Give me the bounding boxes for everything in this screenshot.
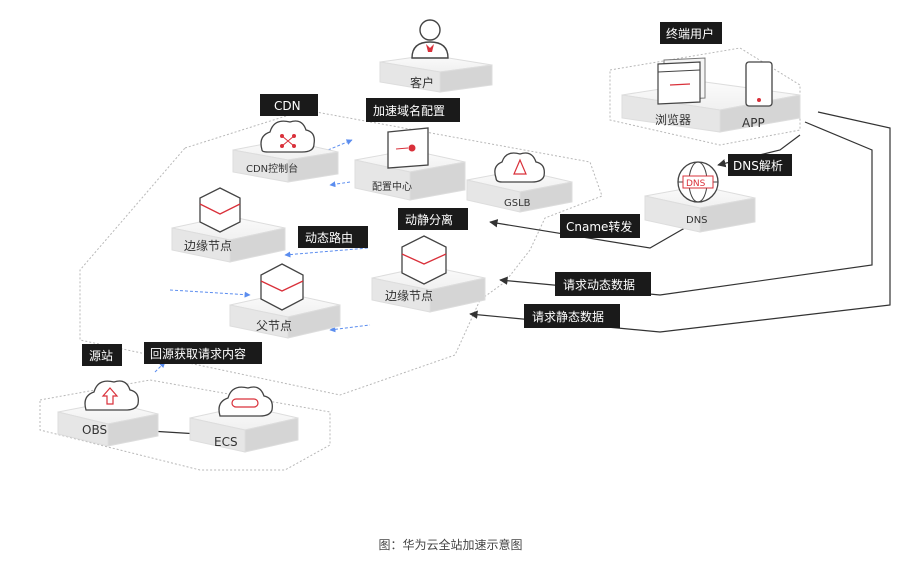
parent-node-label: 父节点: [256, 319, 292, 333]
parent-node: 父节点: [229, 263, 341, 339]
browser-icon: [657, 57, 706, 105]
tag-end-user-text: 终端用户: [666, 26, 714, 41]
console-to-config-arrow: [327, 139, 353, 151]
edge-node-left-label: 边缘节点: [184, 239, 232, 253]
tag-accel-config: 加速域名配置: [366, 98, 460, 122]
hexagon-node-icon: [199, 187, 241, 233]
tag-req-dynamic: 请求动态数据: [555, 272, 651, 296]
globe-dns-icon: DNS: [677, 161, 719, 203]
dynamic-route-arrow: [284, 247, 369, 258]
acceleration-diagram: 客户 CDN控制台 配置中心 GSLB: [39, 19, 891, 471]
obs-label: OBS: [82, 423, 107, 437]
tag-dynamic-routing: 动态路由: [298, 226, 368, 248]
dns-node: DNS DNS: [644, 161, 756, 233]
dns-icon-text: DNS: [686, 179, 706, 189]
edge-node-center-label: 边缘节点: [385, 289, 433, 303]
edge-parent-arrow: [169, 289, 251, 298]
cloud-server-icon: [218, 386, 273, 417]
user-icon: [411, 19, 449, 59]
config-center-node: 配置中心: [354, 127, 466, 201]
cloud-network-icon: [260, 120, 315, 153]
tag-req-static: 请求静态数据: [524, 304, 620, 328]
end-user-region: [609, 47, 801, 146]
tag-req-dynamic-text: 请求动态数据: [563, 277, 635, 292]
tag-req-static-text: 请求静态数据: [532, 309, 604, 324]
ecs-label: ECS: [214, 435, 238, 449]
gslb-label: GSLB: [504, 198, 531, 209]
browser-label: 浏览器: [655, 112, 691, 127]
tag-origin-text: 源站: [89, 349, 113, 363]
tag-accel-config-text: 加速域名配置: [373, 103, 445, 118]
tag-dynamic-routing-text: 动态路由: [305, 230, 353, 245]
origin-region: [39, 379, 331, 471]
tag-dyn-static-split-text: 动静分离: [405, 212, 453, 227]
tag-end-user: 终端用户: [660, 22, 722, 44]
customer-node: 客户: [379, 19, 493, 93]
tag-origin: 源站: [82, 344, 122, 366]
edge-node-left: 边缘节点: [171, 187, 286, 263]
config-panel-icon: [387, 127, 429, 169]
cdn-console-node: CDN控制台: [232, 120, 339, 183]
tag-dyn-static-split: 动静分离: [398, 208, 468, 230]
app-label: APP: [742, 116, 765, 130]
cdn-console-label: CDN控制台: [246, 162, 298, 175]
config-to-console-arrow: [329, 181, 351, 188]
obs-node: OBS: [57, 380, 159, 447]
tag-dns-resolve-text: DNS解析: [733, 159, 783, 173]
customer-label: 客户: [410, 75, 434, 90]
tag-cdn: CDN: [260, 94, 318, 116]
end-user-node: 浏览器 APP: [621, 57, 801, 133]
tag-back-to-origin-text: 回源获取请求内容: [150, 346, 246, 361]
gslb-node: GSLB: [466, 152, 573, 213]
hexagon-node-icon: [401, 235, 447, 285]
ecs-node: ECS: [189, 386, 299, 453]
parent-center-arrow: [329, 324, 371, 333]
config-center-label: 配置中心: [372, 180, 412, 193]
tag-cname-text: Cname转发: [566, 219, 632, 234]
tag-cname: Cname转发: [560, 214, 640, 238]
figure-caption: 图：华为云全站加速示意图: [378, 538, 523, 552]
cname-forward-line: [489, 219, 691, 249]
cloud-upload-icon: [84, 380, 139, 411]
phone-icon: [745, 61, 773, 107]
dns-label: DNS: [686, 215, 708, 226]
tag-dns-resolve: DNS解析: [728, 154, 792, 176]
cloud-balance-icon: [494, 152, 545, 183]
tag-back-to-origin: 回源获取请求内容: [144, 342, 262, 364]
tag-cdn-text: CDN: [274, 99, 301, 113]
edge-node-center: 边缘节点: [371, 235, 486, 313]
hexagon-node-icon: [260, 263, 304, 311]
